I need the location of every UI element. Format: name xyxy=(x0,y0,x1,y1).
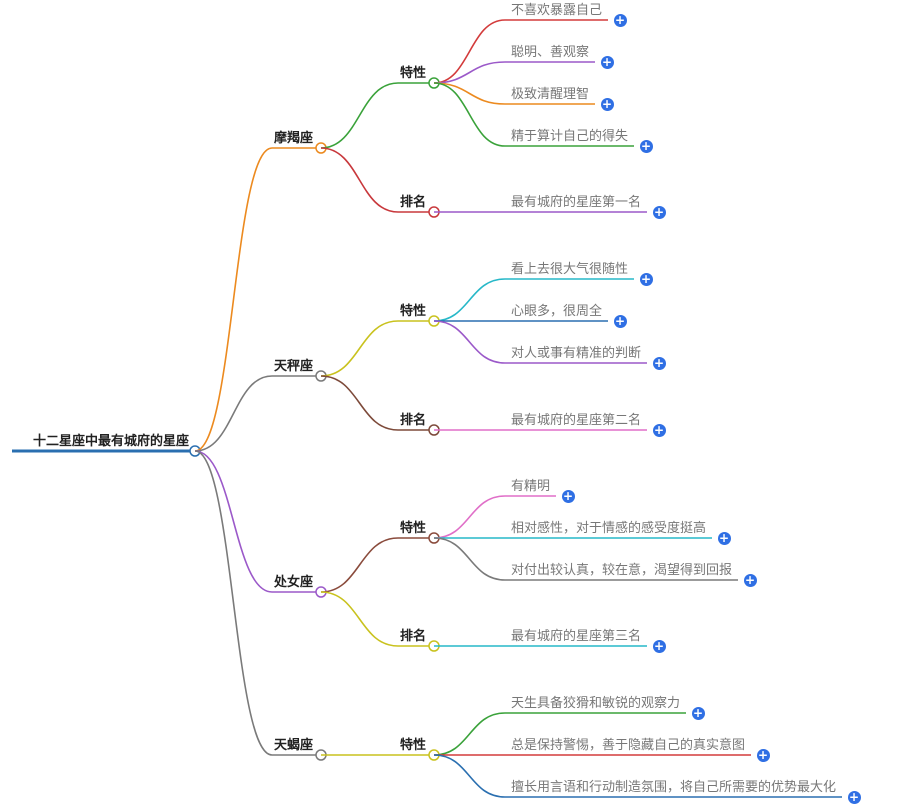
expand-plus-icon[interactable]: + xyxy=(717,530,731,545)
leaf-connector xyxy=(433,537,506,581)
leaf-topic[interactable]: 总是保持警惕，善于隐藏自己的真实意图 xyxy=(511,738,746,753)
leaf-connector xyxy=(433,61,506,84)
branch-topic-3[interactable]: 处女座 xyxy=(274,575,314,590)
leaf-connector xyxy=(433,82,506,105)
leaf-connector xyxy=(433,320,506,364)
group-topic[interactable]: 特性 xyxy=(400,521,427,536)
expand-plus-icon[interactable]: + xyxy=(639,138,653,153)
expand-plus-icon[interactable]: + xyxy=(652,204,666,219)
leaf-topic[interactable]: 最有城府的星座第一名 xyxy=(511,195,642,210)
group-connector xyxy=(320,147,399,213)
expand-plus-icon[interactable]: + xyxy=(600,54,614,69)
leaf-topic[interactable]: 擅长用言语和行动制造氛围，将自己所需要的优势最大化 xyxy=(511,780,837,795)
expand-plus-icon[interactable]: + xyxy=(756,747,770,762)
expand-plus-icon[interactable]: + xyxy=(639,271,653,286)
leaf-topic[interactable]: 看上去很大气很随性 xyxy=(511,262,629,277)
group-connector xyxy=(320,375,399,431)
leaf-connector xyxy=(433,754,506,798)
branch-connector xyxy=(194,375,273,452)
leaf-topic[interactable]: 对付出较认真，较在意，渴望得到回报 xyxy=(511,563,733,578)
leaf-topic[interactable]: 有精明 xyxy=(511,479,551,494)
root-topic[interactable]: 十二星座中最有城府的星座 xyxy=(33,434,190,449)
leaf-topic[interactable]: 对人或事有精准的判断 xyxy=(511,346,642,361)
expand-plus-icon[interactable]: + xyxy=(561,488,575,503)
leaf-topic[interactable]: 聪明、善观察 xyxy=(511,45,590,60)
expand-plus-icon[interactable]: + xyxy=(600,96,614,111)
branch-topic-2[interactable]: 天秤座 xyxy=(274,359,314,374)
expand-plus-icon[interactable]: + xyxy=(652,422,666,437)
group-topic[interactable]: 排名 xyxy=(400,413,427,428)
leaf-connector xyxy=(433,278,506,322)
leaf-topic[interactable]: 极致清醒理智 xyxy=(511,87,590,102)
leaf-connector xyxy=(433,495,506,539)
expand-plus-icon[interactable]: + xyxy=(613,12,627,27)
group-connector xyxy=(320,82,399,149)
group-topic[interactable]: 特性 xyxy=(400,738,427,753)
branch-topic-1[interactable]: 摩羯座 xyxy=(274,131,314,146)
group-topic[interactable]: 排名 xyxy=(400,195,427,210)
leaf-topic[interactable]: 最有城府的星座第三名 xyxy=(511,629,642,644)
expand-plus-icon[interactable]: + xyxy=(847,789,861,804)
group-topic[interactable]: 特性 xyxy=(400,66,427,81)
group-topic[interactable]: 特性 xyxy=(400,304,427,319)
expand-plus-icon[interactable]: + xyxy=(743,572,757,587)
expand-plus-icon[interactable]: + xyxy=(691,705,705,720)
branch-topic-4[interactable]: 天蝎座 xyxy=(274,738,314,753)
expand-plus-icon[interactable]: + xyxy=(652,355,666,370)
leaf-topic[interactable]: 精于算计自己的得失 xyxy=(511,129,629,144)
branch-connector xyxy=(194,450,273,756)
leaf-topic[interactable]: 天生具备狡猾和敏锐的观察力 xyxy=(511,696,681,711)
leaf-topic[interactable]: 相对感性，对于情感的感受度挺高 xyxy=(511,521,707,536)
group-connector xyxy=(320,320,399,377)
leaf-topic[interactable]: 心眼多，很周全 xyxy=(511,304,603,319)
leaf-connector xyxy=(433,19,506,84)
leaf-connector xyxy=(433,82,506,147)
leaf-topic[interactable]: 最有城府的星座第二名 xyxy=(511,413,642,428)
group-connector xyxy=(320,537,399,593)
leaf-topic[interactable]: 不喜欢暴露自己 xyxy=(511,3,603,18)
expand-plus-icon[interactable]: + xyxy=(652,638,666,653)
branch-connector xyxy=(194,450,273,593)
branch-connector xyxy=(194,147,273,452)
group-connector xyxy=(320,591,399,647)
leaf-connector xyxy=(433,712,506,756)
expand-plus-icon[interactable]: + xyxy=(613,313,627,328)
group-topic[interactable]: 排名 xyxy=(400,629,427,644)
